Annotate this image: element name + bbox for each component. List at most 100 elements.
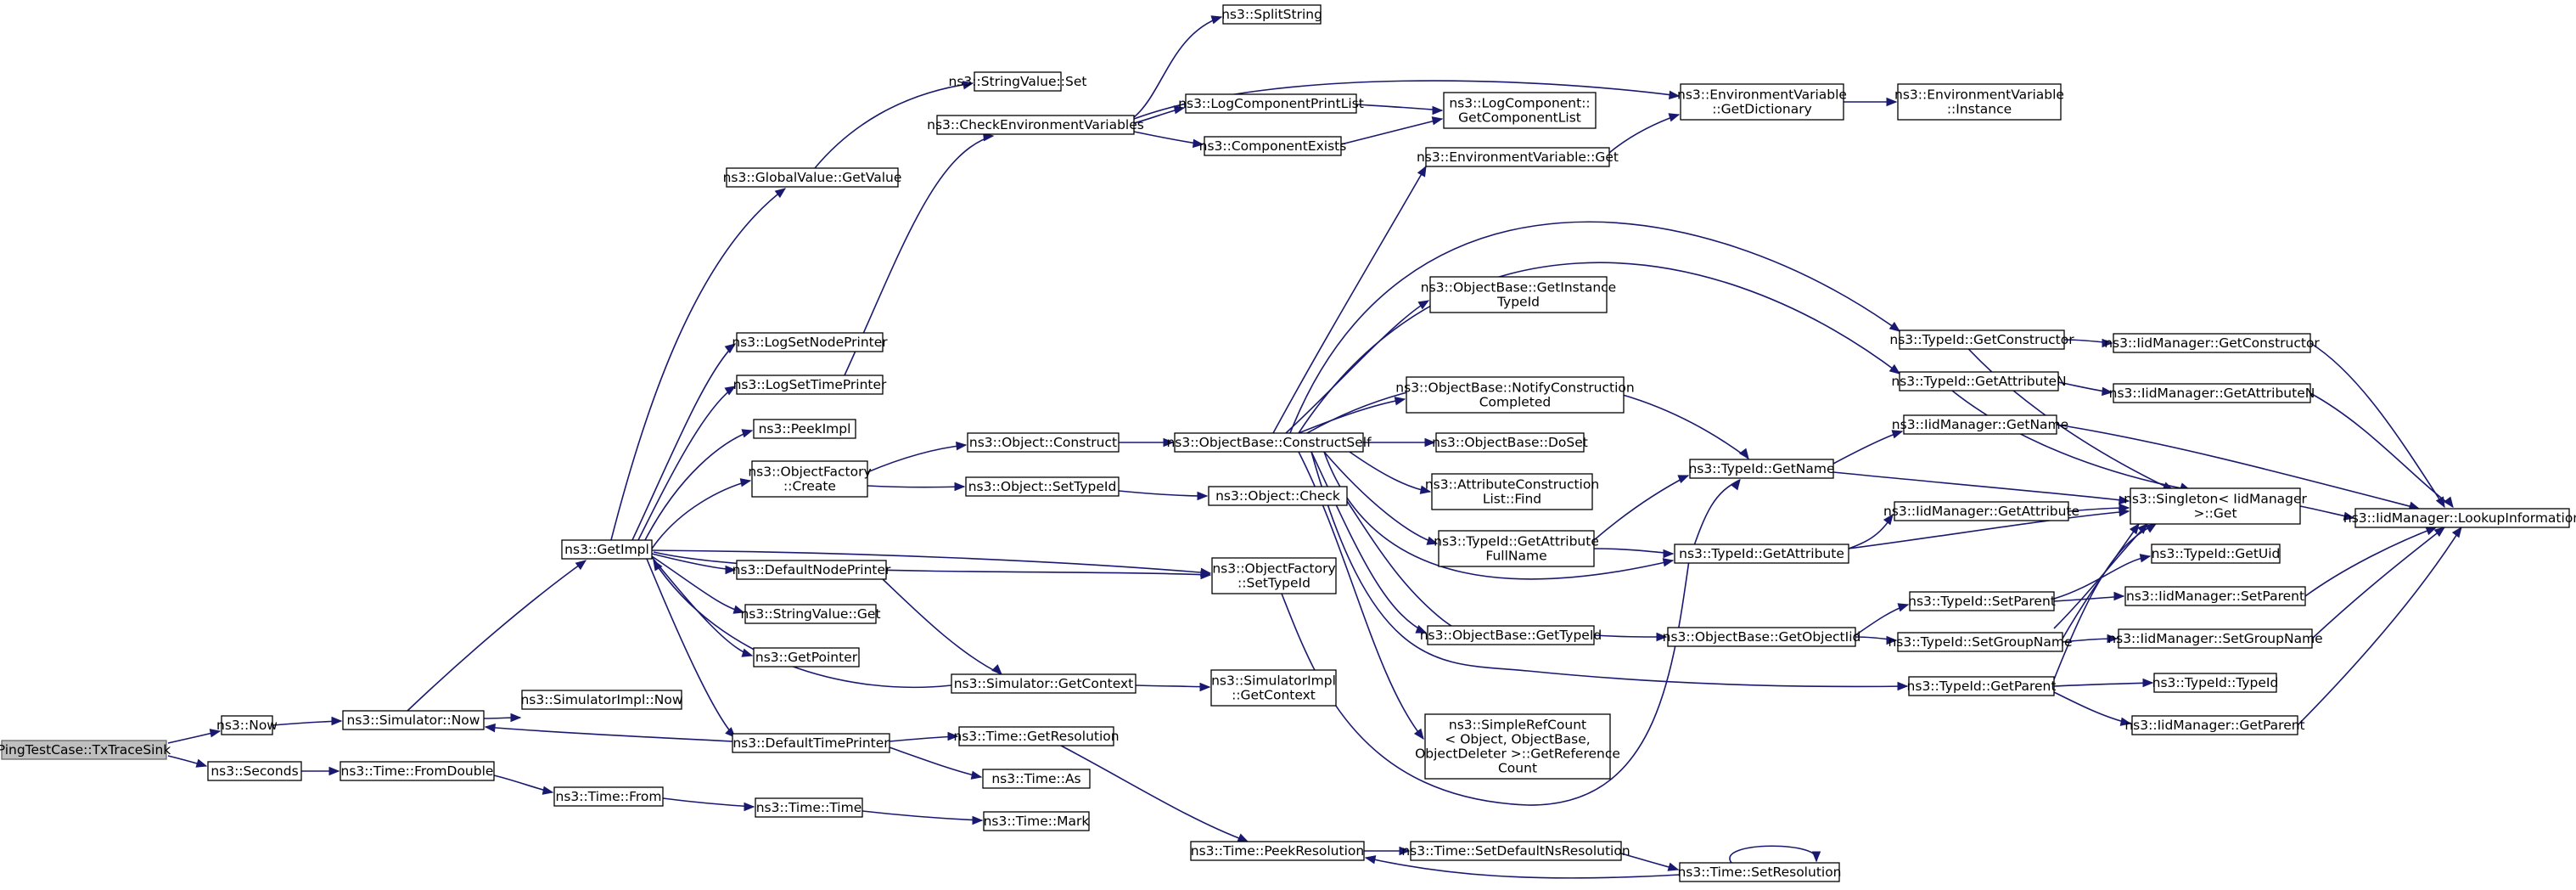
call-edge [1310, 451, 1908, 688]
call-edge-arrowhead [1424, 437, 1436, 448]
function-node[interactable]: ns3::Time::GetResolution [953, 726, 1120, 746]
function-node[interactable]: ns3::ObjectBase::GetObjectIid [1663, 627, 1861, 647]
function-node[interactable]: ns3::Time::From [553, 786, 664, 807]
function-node[interactable]: ns3::ObjectBase::NotifyConstructionCompl… [1395, 376, 1635, 414]
function-node[interactable]: ns3::ObjectBase::ConstructSelf [1166, 432, 1372, 453]
function-node[interactable]: ns3::Time::SetDefaultNsResolution [1401, 841, 1630, 861]
function-node-label: ns3::GetPointer [755, 650, 858, 665]
function-node[interactable]: ns3::EnvironmentVariable::GetDictionary [1677, 83, 1847, 121]
function-node-box [1679, 862, 1840, 882]
function-node[interactable]: ns3::PeekImpl [753, 419, 856, 439]
function-node[interactable]: ns3::Time::Time [755, 797, 863, 818]
function-node[interactable]: ns3::LogComponent::GetComponentList [1443, 92, 1597, 129]
function-node[interactable]: ns3::StringValue::Set [949, 71, 1087, 92]
function-node[interactable]: ns3::GetImpl [561, 539, 653, 560]
function-node[interactable]: ns3::Singleton< IidManager>::Get [2124, 487, 2308, 525]
function-node[interactable]: ns3::DefaultNodePrinter [732, 560, 891, 580]
call-edge [1593, 548, 1674, 555]
function-node-box [1431, 473, 1593, 510]
function-node-box [951, 673, 1136, 694]
call-edge [1310, 451, 1427, 634]
call-edge-arrowhead [1163, 437, 1175, 448]
function-node-box [1909, 591, 2055, 611]
function-node[interactable]: ns3::SplitString [1221, 4, 1322, 25]
function-node[interactable]: ns3::ObjectBase::GetTypeId [1420, 625, 1602, 645]
call-edge-arrowhead [1656, 632, 1668, 642]
call-edge [882, 578, 1002, 675]
function-node[interactable]: ns3::IidManager::SetParent [2124, 586, 2306, 606]
function-node-box [521, 690, 682, 710]
function-node[interactable]: ns3::ObjectFactory::SetTypeId [1211, 557, 1337, 594]
function-node[interactable]: ns3::Simulator::GetContext [951, 673, 1136, 694]
function-node[interactable]: ns3::TypeId::SetGroupName [1888, 632, 2073, 652]
call-edge [1323, 451, 1438, 544]
function-node[interactable]: ns3::GetPointer [753, 647, 860, 668]
function-node-box [1406, 376, 1625, 414]
function-node[interactable]: ns3::Seconds [207, 761, 302, 781]
function-node[interactable]: ns3::IidManager::GetAttribute [1883, 501, 2079, 521]
function-node[interactable]: ns3::Object::SetTypeId [965, 476, 1120, 497]
function-node[interactable]: ns3::IidManager::GetConstructor [2104, 333, 2320, 353]
function-node[interactable]: ns3::StringValue::Get [740, 604, 881, 624]
function-node-box [2130, 487, 2301, 525]
function-node[interactable]: ns3::SimulatorImpl::Now [520, 690, 683, 710]
call-edge-arrowhead [725, 565, 737, 575]
call-edge-arrowhead [2343, 511, 2355, 521]
function-node[interactable]: ns3::Simulator::Now [342, 710, 485, 730]
function-node[interactable]: ns3::TypeId::TypeId [2152, 673, 2279, 693]
function-node[interactable]: ns3::LogComponentPrintList [1178, 93, 1364, 114]
function-node[interactable]: ns3::TypeId::GetParent [1907, 676, 2057, 696]
call-edge-arrowhead [1738, 448, 1749, 460]
function-node-label: ::SetTypeId [1237, 576, 1310, 591]
call-edge [1135, 684, 1210, 688]
call-edge [1593, 634, 1667, 638]
function-node[interactable]: ns3::Time::FromDouble [340, 761, 495, 781]
function-node[interactable]: ns3::Time::SetResolution [1677, 862, 1842, 882]
function-node-box [1429, 276, 1608, 313]
function-node-label: ns3::EnvironmentVariable::Get [1417, 149, 1619, 165]
call-edge [1593, 475, 1689, 541]
function-node-label: ns3::Seconds [210, 763, 298, 779]
function-node[interactable]: ns3::TypeId::GetUid [2151, 544, 2281, 564]
function-node-label: ns3::Time::FromDouble [341, 763, 494, 779]
call-edge [1832, 431, 1903, 465]
function-node[interactable]: ns3::EnvironmentVariable::Instance [1894, 83, 2064, 121]
call-edge-arrowhead [970, 770, 983, 780]
function-node[interactable]: ns3::Time::Mark [983, 811, 1090, 831]
call-edge [1951, 390, 2191, 491]
function-node[interactable]: ns3::LogSetNodePrinter [732, 332, 888, 352]
function-node[interactable]: ns3::ObjectFactory::Create [748, 460, 872, 498]
call-edge [1281, 479, 1741, 806]
function-node[interactable]: ns3::IidManager::GetName [1892, 414, 2068, 435]
function-node-label: ns3::Singleton< IidManager [2124, 492, 2307, 507]
function-node[interactable]: ns3::CheckEnvironmentVariables [927, 115, 1144, 135]
function-node[interactable]: ns3::Object::Construct [967, 432, 1120, 453]
function-node[interactable]: ns3::TypeId::GetName [1688, 459, 1835, 479]
function-node[interactable]: ns3::TypeId::GetAttribute [1674, 544, 1849, 564]
function-node-box [553, 786, 664, 807]
function-node[interactable]: ns3::IidManager::LookupInformation [2343, 508, 2576, 528]
function-node[interactable]: ns3::IidManager::GetAttributeN [2109, 383, 2315, 403]
function-node[interactable]: ns3::Time::As [982, 769, 1091, 789]
function-node[interactable]: ns3::ObjectBase::DoSet [1432, 432, 1588, 453]
function-node[interactable]: ns3::SimpleRefCount< Object, ObjectBase,… [1415, 713, 1620, 780]
function-node[interactable]: ns3::DefaultTimePrinter [732, 733, 890, 753]
function-node[interactable]: ns3::IidManager::SetGroupName [2107, 628, 2323, 649]
function-node[interactable]: ns3::TypeId::GetConstructor [1889, 330, 2074, 350]
root-function-node[interactable]: PingTestCase::TxTraceSink [0, 740, 171, 760]
function-node[interactable]: ns3::EnvironmentVariable::Get [1417, 147, 1619, 167]
function-node[interactable]: ns3::TypeId::SetParent [1908, 591, 2056, 611]
function-node[interactable]: ns3::Object::Check [1208, 486, 1348, 506]
function-node[interactable]: ns3::Now [216, 715, 278, 735]
function-node[interactable]: ns3::ComponentExists [1199, 136, 1347, 156]
function-node[interactable]: ns3::SimulatorImpl::GetContext [1210, 669, 1337, 707]
function-node-label: ::GetDictionary [1712, 102, 1812, 117]
function-node[interactable]: ns3::TypeId::GetAttributeN [1891, 371, 2067, 391]
function-node[interactable]: ns3::IidManager::GetParent [2124, 715, 2305, 735]
function-node[interactable]: ns3::Time::PeekResolution [1190, 841, 1365, 861]
function-node[interactable]: ns3::LogSetTimePrinter [733, 375, 887, 395]
function-node[interactable]: ns3::GlobalValue::GetValue [723, 167, 902, 188]
